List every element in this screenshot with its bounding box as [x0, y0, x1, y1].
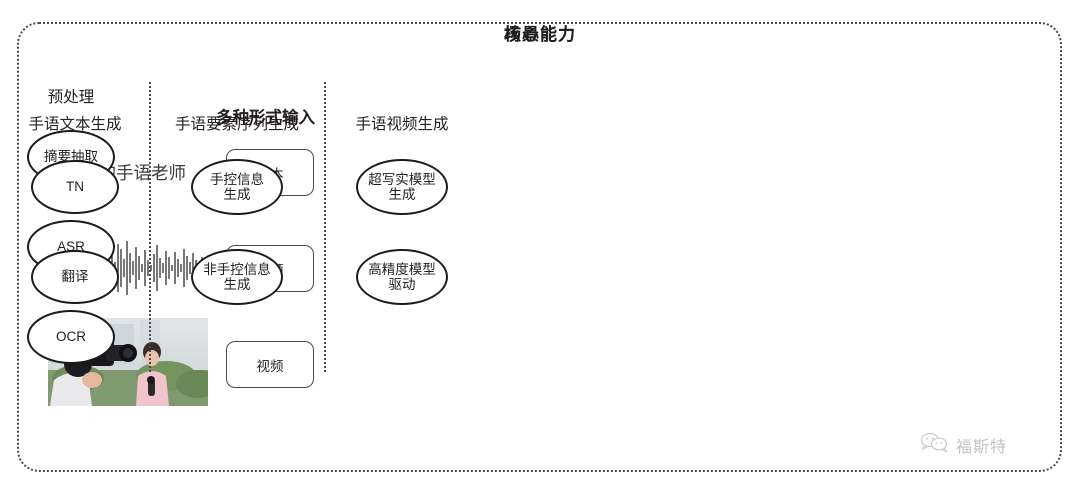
core-column-divider-1 [149, 82, 151, 372]
wechat-icon [920, 432, 950, 457]
core-capability-section: 核心能力 手语文本生成 TN 翻译 手语要素序列生成 手控信息 生成 非手控信息… [0, 25, 575, 499]
node-ocr[interactable]: OCR [27, 310, 115, 364]
core-column-heading-3: 手语视频生成 [355, 116, 449, 133]
core-column-heading-1: 手语文本生成 [28, 116, 122, 133]
modality-box-video[interactable]: 视频 [226, 341, 314, 388]
node-high-precision-model-driving[interactable]: 高精度模型 驱动 [356, 249, 448, 305]
node-manual-info-generation[interactable]: 手控信息 生成 [191, 159, 283, 215]
node-tn[interactable]: TN [31, 160, 119, 214]
outer-frame [17, 22, 1062, 472]
core-column-divider-2 [324, 82, 326, 372]
node-hyperrealistic-model-generation[interactable]: 超写实模型 生成 [356, 159, 448, 215]
core-section-title: 核心能力 [504, 25, 576, 44]
node-translation[interactable]: 翻译 [31, 250, 119, 304]
watermark: 福斯特 [920, 432, 1007, 457]
core-column-heading-2: 手语要素序列生成 [174, 116, 300, 133]
node-non-manual-info-generation[interactable]: 非手控信息 生成 [191, 249, 283, 305]
modality-label: 视频 [256, 358, 284, 374]
scene-group-label: 预处理 [47, 89, 95, 106]
watermark-text: 福斯特 [956, 438, 1008, 456]
input-caption: 多种形式输入 [216, 109, 315, 127]
scene-section-title: 场景能力 [504, 25, 576, 44]
